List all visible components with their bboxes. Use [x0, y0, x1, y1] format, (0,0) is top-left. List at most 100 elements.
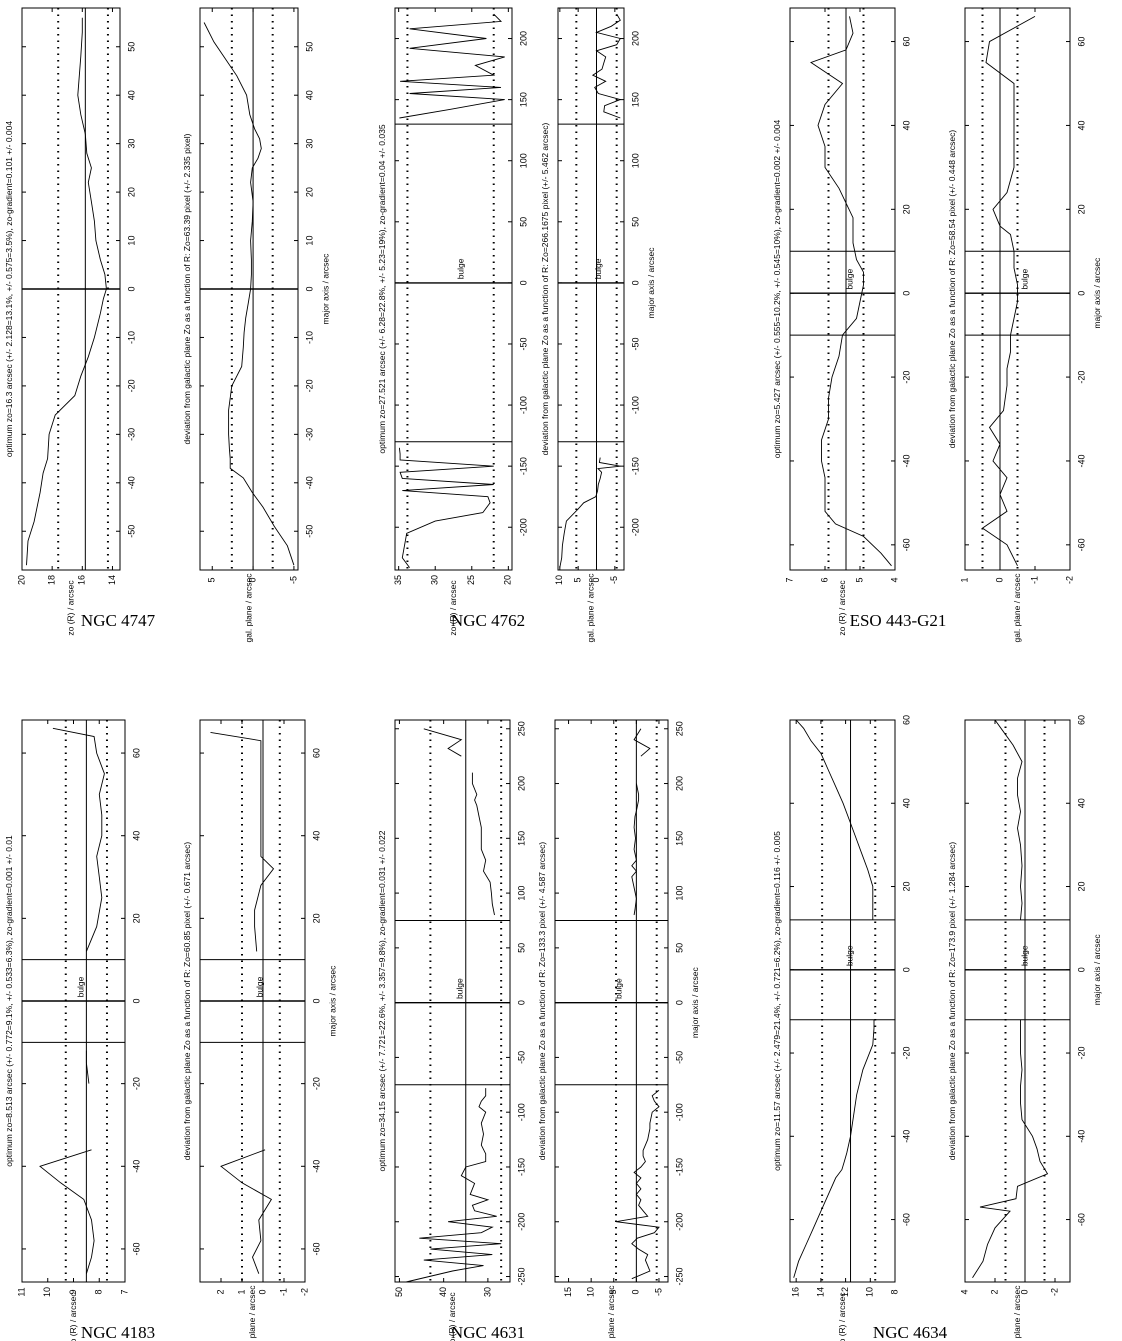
x-tick-label: 0 — [1076, 291, 1086, 296]
y-tick-label: 8 — [889, 1289, 899, 1294]
x-tick-label: -40 — [131, 1160, 141, 1173]
y-tick-label: -5 — [653, 1288, 663, 1296]
x-tick-label: 0 — [901, 967, 911, 972]
x-axis-label: major axis / arcsec — [320, 253, 330, 325]
y-tick-label: 1 — [236, 1289, 246, 1294]
panel-frame — [554, 719, 669, 1283]
x-tick-label: -100 — [518, 396, 528, 414]
panel-title: deviation from galactic plane Zo as a fu… — [182, 133, 192, 444]
x-tick-label: 40 — [1076, 798, 1086, 808]
x-tick-label: 150 — [630, 92, 640, 107]
y-tick-label: 40 — [438, 1287, 448, 1297]
x-tick-label: -60 — [131, 1242, 141, 1255]
y-axis-label: zo (R) / arcsec — [447, 1292, 457, 1341]
x-tick-label: 150 — [518, 92, 528, 107]
y-tick-label: 10 — [42, 1287, 52, 1297]
x-tick-label: -20 — [901, 1047, 911, 1060]
x-tick-label: 20 — [126, 187, 136, 197]
x-tick-label: 60 — [901, 715, 911, 725]
profile-curve — [203, 22, 295, 566]
profile-curve — [633, 728, 651, 757]
y-tick-label: 0 — [1019, 1289, 1029, 1294]
galaxy-caption: NGC 4631 — [451, 1323, 525, 1341]
x-tick-label: -250 — [674, 1268, 684, 1286]
x-tick-label: 40 — [126, 90, 136, 100]
y-axis-label: gal. plane / arcsec — [606, 1285, 616, 1341]
profile-curve — [981, 16, 1036, 567]
y-tick-label: -1 — [278, 1288, 288, 1296]
x-tick-label: 40 — [131, 831, 141, 841]
y-tick-label: 0 — [257, 1289, 267, 1294]
galaxy-caption: NGC 4747 — [81, 611, 156, 630]
x-axis-label: major axis / arcsec — [1092, 257, 1102, 329]
y-tick-label: 12 — [840, 1287, 850, 1297]
bulge-label: bulge — [255, 976, 265, 997]
y-tick-label: 15 — [563, 1287, 573, 1297]
x-axis-label: major axis / arcsec — [690, 966, 700, 1038]
profile-curve — [39, 1149, 95, 1274]
x-tick-label: 0 — [901, 291, 911, 296]
x-tick-label: -60 — [901, 538, 911, 551]
x-tick-label: 20 — [901, 204, 911, 214]
x-tick-label: -40 — [901, 454, 911, 467]
x-tick-label: -150 — [674, 1158, 684, 1176]
y-tick-label: 4 — [889, 577, 899, 582]
profile-curve — [559, 457, 621, 568]
x-tick-label: 40 — [311, 831, 321, 841]
x-tick-label: -30 — [126, 428, 136, 441]
profile-curve — [972, 1019, 1049, 1279]
galaxy-figure: NGC 4631-250-200-150-100-500501001502002… — [377, 719, 700, 1341]
y-tick-label: 10 — [586, 1287, 596, 1297]
x-tick-label: -50 — [674, 1051, 684, 1064]
y-tick-label: 20 — [503, 575, 513, 585]
profile-curve — [810, 16, 892, 567]
x-tick-label: 60 — [1076, 715, 1086, 725]
x-tick-label: -50 — [304, 525, 314, 538]
galaxy-caption: NGC 4634 — [873, 1323, 948, 1341]
x-tick-label: 0 — [674, 1000, 684, 1005]
x-tick-label: 40 — [901, 120, 911, 130]
x-tick-label: 30 — [126, 139, 136, 149]
y-tick-label: 30 — [430, 575, 440, 585]
profile-curve — [615, 1089, 660, 1280]
x-tick-label: 0 — [311, 998, 321, 1003]
y-tick-label: 0 — [631, 1289, 641, 1294]
x-tick-label: -20 — [1076, 1047, 1086, 1060]
y-tick-label: -2 — [1064, 576, 1074, 584]
x-tick-label: 200 — [516, 776, 526, 791]
y-tick-label: 10 — [554, 575, 564, 585]
x-tick-label: -60 — [311, 1242, 321, 1255]
x-tick-label: 100 — [516, 886, 526, 901]
x-tick-label: 0 — [126, 286, 136, 291]
x-tick-label: -50 — [516, 1051, 526, 1064]
profile-curve — [210, 731, 275, 952]
y-tick-label: 4 — [959, 1289, 969, 1294]
x-tick-label: -200 — [674, 1213, 684, 1231]
profile-curve — [26, 17, 107, 566]
x-tick-label: -10 — [304, 331, 314, 344]
y-tick-label: -1 — [1029, 576, 1039, 584]
x-tick-label: -50 — [126, 525, 136, 538]
y-axis-label: zo (R) / arcsec — [65, 580, 75, 636]
bulge-label: bulge — [614, 978, 624, 999]
x-tick-label: 100 — [674, 886, 684, 901]
x-tick-label: -50 — [518, 337, 528, 350]
x-tick-label: -40 — [311, 1160, 321, 1173]
x-tick-label: 100 — [518, 153, 528, 168]
profile-curve — [795, 719, 874, 920]
profile-curve — [85, 1050, 90, 1084]
x-tick-label: 50 — [304, 42, 314, 52]
x-tick-label: 60 — [311, 748, 321, 758]
x-tick-label: -20 — [901, 371, 911, 384]
x-tick-label: 60 — [131, 748, 141, 758]
panel-frame — [394, 719, 511, 1283]
x-axis-label: major axis / arcsec — [646, 247, 656, 319]
